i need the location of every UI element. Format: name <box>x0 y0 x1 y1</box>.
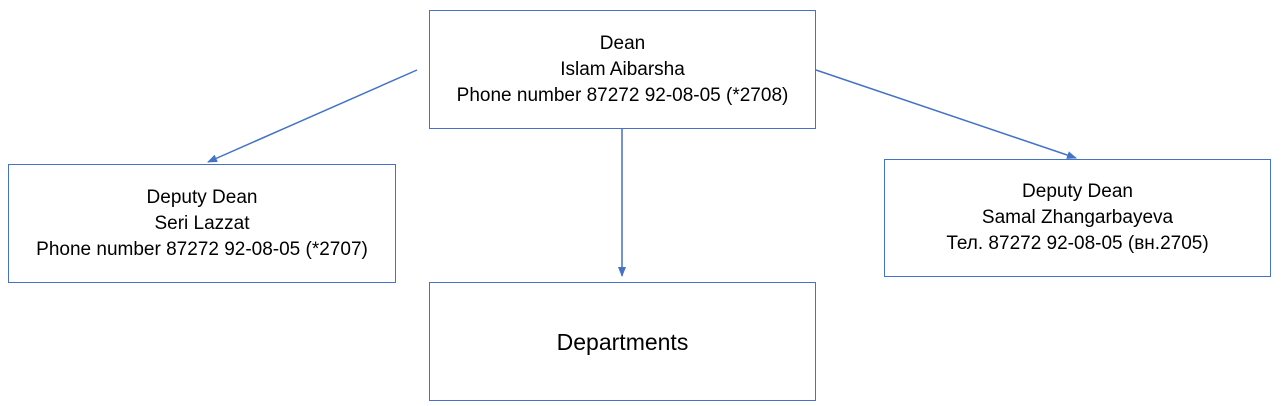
deputy-right-name: Samal Zhangarbayeva <box>981 207 1174 228</box>
edge-dean-to-deputy-right <box>815 69 1077 159</box>
deputy-dean-left-box: Deputy Dean Seri Lazzat Phone number 872… <box>8 164 396 283</box>
deputy-right-role: Deputy Dean <box>1022 181 1133 202</box>
dean-phone: Phone number 87272 92-08-05 (*2708) <box>456 84 789 106</box>
deputy-left-name: Seri Lazzat <box>154 212 250 234</box>
dean-name: Islam Aibarsha <box>560 58 685 80</box>
dean-role: Dean <box>599 32 646 54</box>
departments-label: Departments <box>556 328 689 355</box>
deputy-left-role: Deputy Dean <box>146 186 258 208</box>
edge-dean-to-deputy-left <box>207 69 418 163</box>
deputy-left-phone: Phone number 87272 92-08-05 (*2707) <box>36 238 368 260</box>
dean-box: Dean Islam Aibarsha Phone number 87272 9… <box>429 10 816 129</box>
departments-box: Departments <box>429 282 816 401</box>
deputy-right-phone: Тел. 87272 92-08-05 (вн.2705) <box>946 233 1209 254</box>
deputy-dean-right-box: Deputy Dean Samal Zhangarbayeva Тел. 872… <box>884 159 1271 277</box>
